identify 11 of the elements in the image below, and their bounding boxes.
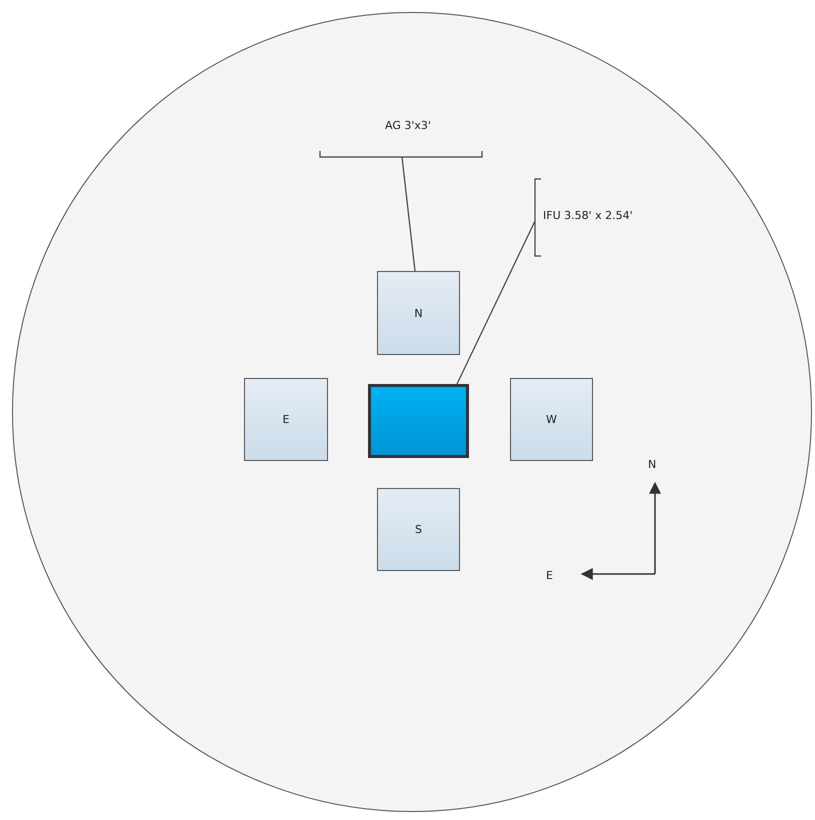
compass-label: N xyxy=(648,458,656,471)
unit-box xyxy=(368,384,469,458)
callout-label: AG 3'x3' xyxy=(385,119,431,132)
square-pad: S xyxy=(377,488,460,571)
leader-line xyxy=(456,220,536,384)
callout-label: IFU 3.58' x 2.54' xyxy=(543,209,633,222)
square-pad: W xyxy=(510,378,593,461)
square-pad: N xyxy=(377,271,460,355)
leader-line xyxy=(401,156,416,272)
square-pad: E xyxy=(244,378,328,461)
compass-label: E xyxy=(546,569,553,582)
